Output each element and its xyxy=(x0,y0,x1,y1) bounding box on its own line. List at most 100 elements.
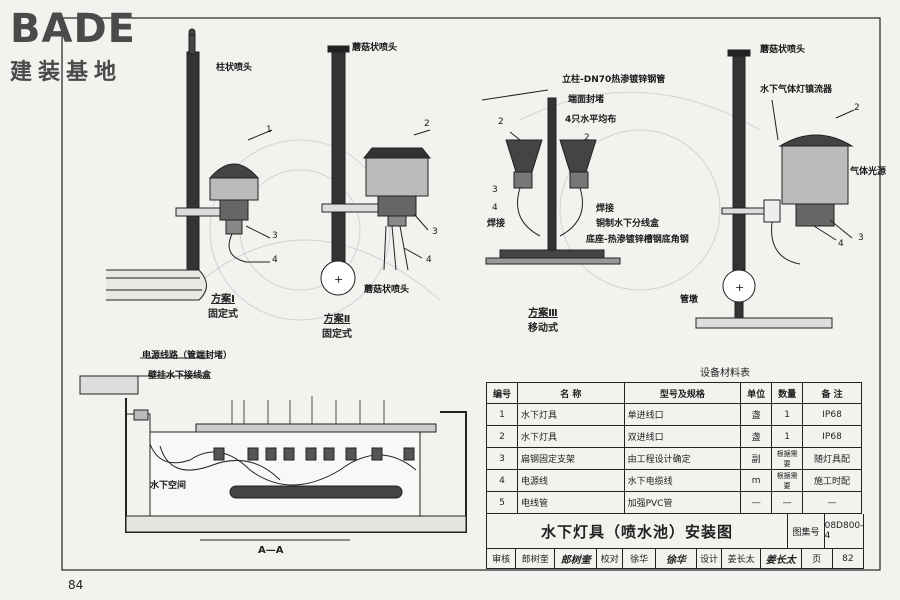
label-power-line: 电源线路（管端封堵） xyxy=(142,351,233,361)
page-label: 页 xyxy=(802,549,833,568)
scheme-2-caption: 方案Ⅱ 固定式 xyxy=(322,312,352,342)
label-gas-lamp-source: 气体光源 xyxy=(850,167,887,177)
header-name: 名 称 xyxy=(516,382,625,404)
scheme-1-type: 固定式 xyxy=(208,309,238,320)
callout-4-scheme4: 4 xyxy=(838,239,844,249)
label-riser: 立柱-DN70热渗镀锌钢管 xyxy=(562,75,666,85)
scheme-4-sketch: + xyxy=(695,49,855,329)
scheme-1-title: 方案Ⅰ xyxy=(211,294,235,305)
label-weld: 焊接 xyxy=(596,204,615,214)
header-remark: 备 注 xyxy=(802,382,862,404)
set-number-label: 图集号 xyxy=(788,514,825,549)
cell-no: 2 xyxy=(486,425,518,448)
header-no: 编号 xyxy=(486,382,518,404)
header-unit: 单位 xyxy=(740,382,773,404)
cell-remark: — xyxy=(802,491,862,514)
cell-unit: — xyxy=(740,491,773,514)
callout-3-scheme3: 3 xyxy=(492,185,498,195)
callout-3-scheme4: 3 xyxy=(858,233,864,243)
cell-remark: IP68 xyxy=(802,403,862,426)
scheme-3-type: 移动式 xyxy=(528,323,558,334)
header-spec: 型号及规格 xyxy=(623,382,742,404)
brand-logo-subtitle: 建装基地 xyxy=(10,60,123,85)
cell-unit: 副 xyxy=(740,447,773,470)
drawing-title: 水下灯具（喷水池）安装图 xyxy=(487,514,788,549)
callout-3-scheme1: 3 xyxy=(272,231,278,241)
check-name: 徐华 xyxy=(623,549,657,568)
cell-spec: 加强PVC管 xyxy=(623,491,742,514)
svg-text:+: + xyxy=(735,281,744,294)
scheme-3-title: 方案Ⅲ xyxy=(528,308,558,319)
cell-name: 水下灯具 xyxy=(516,403,625,426)
cell-remark: IP68 xyxy=(802,425,862,448)
cell-qty: — xyxy=(771,491,804,514)
label-junction: 铜制水下分线盒 xyxy=(596,219,660,229)
scheme-1-caption: 方案Ⅰ 固定式 xyxy=(208,292,238,322)
review-signature: 郎树奎 xyxy=(555,549,598,568)
cell-no: 5 xyxy=(486,491,518,514)
review-label: 审核 xyxy=(487,549,517,568)
label-base: 底座-热渗镀锌槽钢底角钢 xyxy=(586,235,689,245)
header-qty: 数量 xyxy=(771,382,804,404)
label-gas-lamp-ballast: 水下气体灯镇流器 xyxy=(760,85,833,95)
design-name: 姜长太 xyxy=(722,549,762,568)
cell-name: 电线管 xyxy=(516,491,625,514)
cell-qty: 1 xyxy=(771,403,804,426)
brand-logo-text: BADE xyxy=(10,6,136,52)
section-label: A—A xyxy=(258,545,284,556)
label-mushroom-nozzle-bottom: 蘑菇状喷头 xyxy=(364,285,410,295)
cell-remark: 随灯具配 xyxy=(802,447,862,470)
scheme-3-sketch xyxy=(481,89,621,265)
check-label: 校对 xyxy=(597,549,624,568)
label-four-lamps: 4只水平均布 xyxy=(565,115,617,125)
design-label: 设计 xyxy=(697,549,723,568)
scheme-2-type: 固定式 xyxy=(322,329,352,340)
table-row: 2 水下灯具 双进线口 盏 1 IP68 xyxy=(486,425,862,448)
table-row: 3 扁钢固定支架 由工程设计确定 副 根据需要 随灯具配 xyxy=(486,447,862,470)
title-block: 水下灯具（喷水池）安装图 图集号 08D800-4 审核 郎树奎 郎树奎 校对 … xyxy=(486,514,864,569)
callout-3-scheme2: 3 xyxy=(432,227,438,237)
callout-4-scheme1: 4 xyxy=(272,255,278,265)
scheme-3-caption: 方案Ⅲ 移动式 xyxy=(528,306,558,336)
scheme-2-sketch: + xyxy=(320,45,432,296)
cell-name: 扁钢固定支架 xyxy=(516,447,625,470)
cell-spec: 单进线口 xyxy=(623,403,742,426)
materials-table-title: 设备材料表 xyxy=(700,368,750,379)
cell-unit: 盏 xyxy=(740,425,773,448)
label-wall-box: 壁挂水下接线盒 xyxy=(148,371,212,381)
cell-spec: 水下电缆线 xyxy=(623,469,742,492)
drawing-frame xyxy=(61,17,881,571)
label-end-cap: 端面封堵 xyxy=(568,95,605,105)
cell-no: 1 xyxy=(486,403,518,426)
label-mushroom-nozzle-top: 蘑菇状喷头 xyxy=(352,43,398,53)
materials-table: 编号 名 称 型号及规格 单位 数量 备 注 1 水下灯具 单进线口 盏 1 I… xyxy=(486,382,862,514)
cell-name: 电源线 xyxy=(516,469,625,492)
cell-qty: 根据需要 xyxy=(771,469,804,492)
callout-2-scheme3-right: 2 xyxy=(584,133,590,143)
label-underwater-space: 水下空间 xyxy=(150,481,187,491)
scheme-2-title: 方案Ⅱ xyxy=(323,314,351,325)
table-row: 4 电源线 水下电缆线 m 根据需要 施工时配 xyxy=(486,469,862,492)
cell-spec: 双进线口 xyxy=(623,425,742,448)
label-weld-left: 焊接 xyxy=(487,219,506,229)
callout-1: 1 xyxy=(266,125,272,135)
label-pipe-pier: 管墩 xyxy=(680,295,699,305)
label-mushroom-nozzle-right: 蘑菇状喷头 xyxy=(760,45,806,55)
cell-no: 4 xyxy=(486,469,518,492)
table-row: 5 电线管 加强PVC管 — — — xyxy=(486,491,862,514)
cell-remark: 施工时配 xyxy=(802,469,862,492)
table-row: 1 水下灯具 单进线口 盏 1 IP68 xyxy=(486,403,862,426)
set-number: 08D800-4 xyxy=(825,514,863,549)
design-signature: 姜长太 xyxy=(761,549,802,568)
callout-2-scheme4: 2 xyxy=(854,103,860,113)
label-column-nozzle: 柱状喷头 xyxy=(216,63,253,73)
cell-qty: 1 xyxy=(771,425,804,448)
callout-2-scheme3: 2 xyxy=(498,117,504,127)
callout-2-scheme2: 2 xyxy=(424,119,430,129)
cell-unit: 盏 xyxy=(740,403,773,426)
page-number: 84 xyxy=(68,578,84,592)
cell-spec: 由工程设计确定 xyxy=(623,447,742,470)
sheet-page-number: 82 xyxy=(842,553,854,564)
